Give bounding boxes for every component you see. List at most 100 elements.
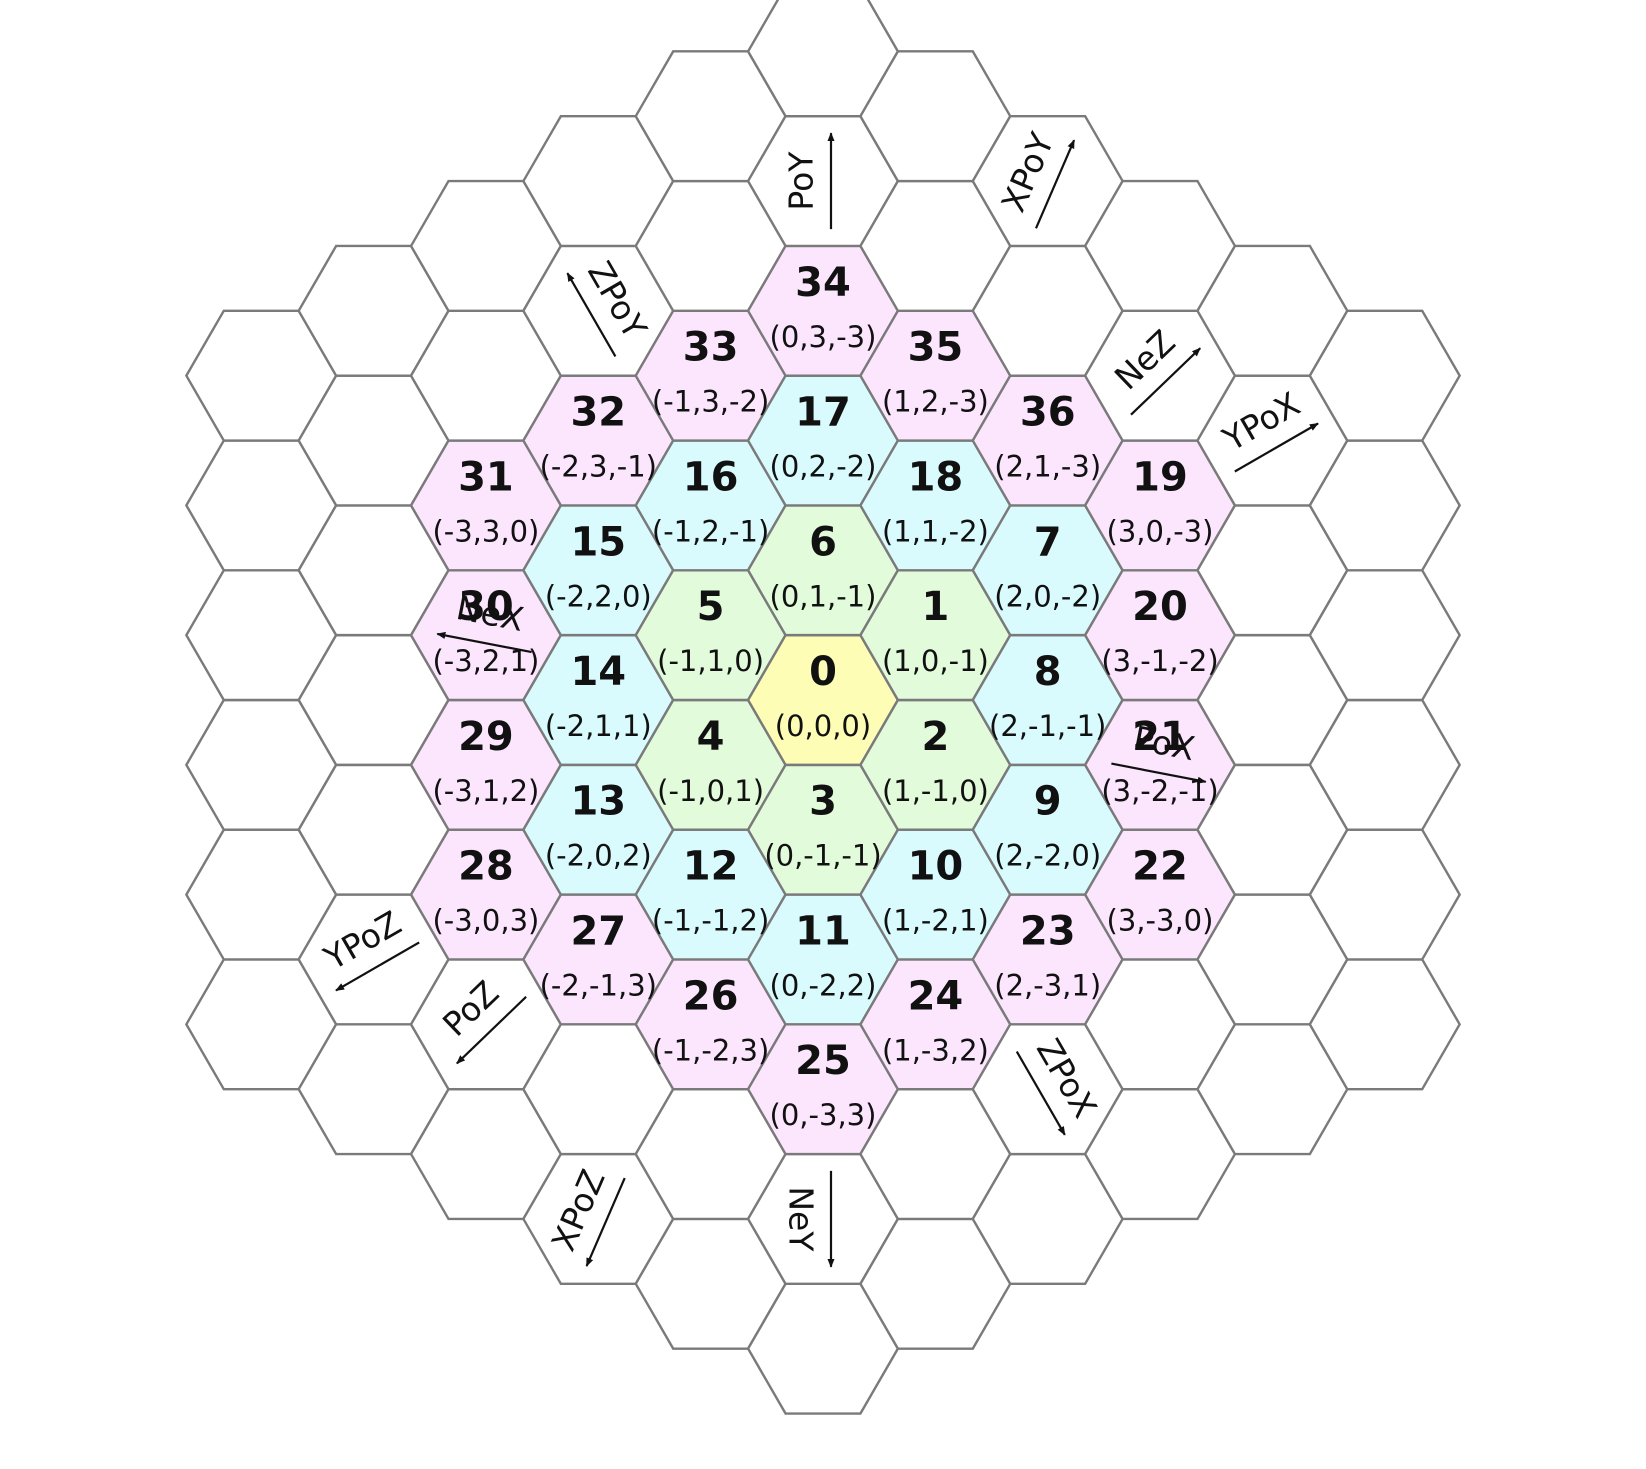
cell-coordinate: (-1,3,-2) — [652, 385, 769, 419]
cell-label-group: 25 (0,-3,3) — [770, 1038, 877, 1132]
cell-coordinate: (2,1,-3) — [994, 450, 1101, 484]
direction-poy: PoY — [782, 132, 835, 230]
cell-coordinate: (3,-2,-1) — [1101, 774, 1218, 808]
cell-label-group: 18 (1,1,-2) — [882, 454, 989, 548]
cell-coordinate: (3,0,-3) — [1107, 514, 1214, 548]
arrow-icon — [1015, 1051, 1066, 1136]
cell-coordinate: (1,-1,0) — [882, 774, 989, 808]
cell-label-group: 12(-1,-1,2) — [652, 844, 769, 938]
cell-coordinate: (0,-1,-1) — [764, 839, 881, 873]
cell-number: 31 — [458, 454, 514, 500]
cell-number: 9 — [1034, 779, 1062, 825]
cell-label-group: 17 (0,2,-2) — [770, 390, 877, 484]
cell-coordinate: (-1,2,-1) — [652, 514, 769, 548]
cell-number: 12 — [683, 844, 739, 890]
cell-label-group: 35 (1,2,-3) — [882, 325, 989, 419]
cell-number: 29 — [458, 714, 514, 760]
cell-label-group: 34(0,3,-3) — [770, 260, 877, 354]
cell-label-group: 6 (0,1,-1) — [770, 519, 877, 613]
cell-number: 6 — [809, 519, 837, 565]
cell-coordinate: (-1,-2,3) — [652, 1033, 769, 1067]
cell-label-group: 9 (2,-2,0) — [994, 779, 1101, 873]
cell-label-group: 15(-2,2,0) — [545, 519, 652, 613]
cell-coordinate: (-3,3,0) — [432, 514, 539, 548]
cell-coordinate: (-3,2,1) — [432, 644, 539, 678]
cell-number: 20 — [1132, 584, 1188, 630]
cell-coordinate: (-1,1,0) — [657, 644, 764, 678]
cell-number: 21 — [1132, 714, 1188, 760]
cell-label-group: 30(-3,2,1) — [432, 584, 539, 678]
cell-label-group: 1 (1,0,-1) — [882, 584, 989, 678]
arrow-icon — [566, 272, 617, 357]
cell-coordinate: (0,-2,2) — [770, 969, 877, 1003]
cell-number: 18 — [908, 454, 964, 500]
cell-number: 24 — [908, 973, 964, 1019]
arrow-icon — [585, 1177, 626, 1267]
cell-coordinate: (1,0,-1) — [882, 644, 989, 678]
cell-number: 5 — [697, 584, 725, 630]
cell-label-group: 31 (-3,3,0) — [432, 454, 539, 548]
cell-label-group: 23(2,-3,1) — [994, 909, 1101, 1003]
cell-coordinate: (2,0,-2) — [994, 579, 1101, 613]
cell-coordinate: (-1,0,1) — [657, 774, 764, 808]
cell-coordinate: (0,1,-1) — [770, 579, 877, 613]
cell-coordinate: (-2,3,-1) — [540, 450, 657, 484]
cell-coordinate: (0,2,-2) — [770, 450, 877, 484]
cell-number: 11 — [795, 909, 851, 955]
cell-coordinate: (0,3,-3) — [770, 320, 877, 354]
cell-number: 22 — [1132, 844, 1188, 890]
cell-label-group: 7 (2,0,-2) — [994, 519, 1101, 613]
cell-number: 13 — [570, 779, 626, 825]
cell-number: 28 — [458, 844, 514, 890]
cell-label-group: 26 (-1,-2,3) — [652, 973, 769, 1067]
cell-label-group: 5 (-1,1,0) — [657, 584, 764, 678]
cell-label-group: 29(-3,1,2) — [432, 714, 539, 808]
cell-number: 2 — [921, 714, 949, 760]
cell-number: 1 — [921, 584, 949, 630]
cell-label-group: 3(0,-1,-1) — [764, 779, 881, 873]
cell-coordinate: (-3,0,3) — [432, 904, 539, 938]
cell-number: 10 — [908, 844, 964, 890]
cell-label-group: 36(2,1,-3) — [994, 390, 1101, 484]
cell-number: 33 — [683, 325, 739, 371]
arrow-icon — [1130, 347, 1201, 416]
direction-label: NeY — [782, 1186, 821, 1252]
cell-label-group: 10(1,-2,1) — [882, 844, 989, 938]
cell-coordinate: (3,-1,-2) — [1101, 644, 1218, 678]
cell-coordinate: (-2,1,1) — [545, 709, 652, 743]
arrow-icon — [436, 631, 532, 654]
cell-number: 23 — [1020, 909, 1076, 955]
cell-number: 25 — [795, 1038, 851, 1084]
cell-label-group: 28 (-3,0,3) — [432, 844, 539, 938]
cell-number: 8 — [1034, 649, 1062, 695]
cell-coordinate: (0,-3,3) — [770, 1098, 877, 1132]
cell-number: 19 — [1132, 454, 1188, 500]
arrow-icon — [335, 941, 420, 992]
cell-number: 35 — [908, 325, 964, 371]
cell-number: 26 — [683, 973, 739, 1019]
direction-label: PoY — [782, 151, 821, 211]
cell-coordinate: (-2,0,2) — [545, 839, 652, 873]
cell-label-group: 2 (1,-1,0) — [882, 714, 989, 808]
cell-coordinate: (1,2,-3) — [882, 385, 989, 419]
cell-number: 7 — [1034, 519, 1062, 565]
cell-coordinate: (0,0,0) — [775, 709, 871, 743]
direction-ney: NeY — [782, 1170, 835, 1268]
cell-label-group: 13 (-2,0,2) — [545, 779, 652, 873]
cell-number: 16 — [683, 454, 739, 500]
cell-number: 0 — [809, 649, 837, 695]
arrow-icon — [1034, 139, 1076, 229]
cell-coordinate: (2,-1,-1) — [989, 709, 1106, 743]
cell-coordinate: (2,-2,0) — [994, 839, 1101, 873]
arrow-icon — [1111, 762, 1207, 784]
cell-number: 17 — [795, 390, 851, 436]
cell-label-group: 11 (0,-2,2) — [770, 909, 877, 1003]
cell-label-group: 27(-2,-1,3) — [540, 909, 657, 1003]
cell-label-group: 8 (2,-1,-1) — [989, 649, 1106, 743]
cell-label-group: 14(-2,1,1) — [545, 649, 652, 743]
hex-grid: 0(0,0,0)1(1,0,-1)2(1,-1,0)3(0,-1,-1)4(-1… — [184, 0, 1462, 1415]
cell-coordinate: (-2,-1,3) — [540, 969, 657, 1003]
cell-label-group: 20 (3,-1,-2) — [1101, 584, 1218, 678]
cell-coordinate: (1,1,-2) — [882, 514, 989, 548]
cell-label-group: 0 (0,0,0) — [775, 649, 871, 743]
